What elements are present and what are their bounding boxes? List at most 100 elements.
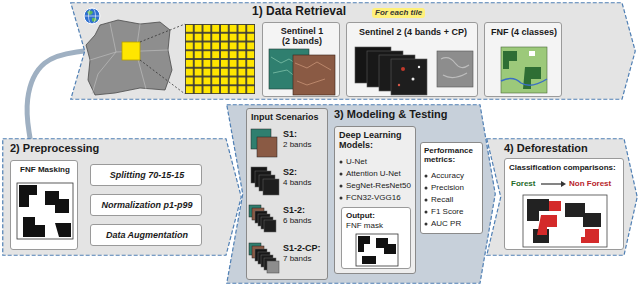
- node-text: 2 bands: [283, 140, 311, 149]
- optical-image: [398, 84, 400, 86]
- node-text: Non Forest: [569, 179, 611, 188]
- sar-image: [293, 55, 335, 95]
- country-map: [86, 20, 172, 95]
- node-heading: Classification comparisons:: [509, 163, 621, 172]
- binary-mask: [356, 234, 398, 266]
- node-heading: Sentinel 2 (4 bands + CP): [351, 27, 475, 37]
- bullet-dots: [340, 161, 343, 200]
- node-text: 6 bands: [283, 216, 311, 225]
- node-text: S1-2-CP:: [283, 243, 321, 253]
- node-heading: 4) Deforestation: [504, 142, 588, 155]
- optical-image: [412, 78, 415, 81]
- zoom-lines: [140, 60, 185, 94]
- node-heading: Sentinel 1 (2 bands): [278, 26, 326, 47]
- scenario-box: Input ScenariosS1:2 bandsS2:4 bandsS1-2:…: [246, 108, 328, 280]
- change-map: [537, 201, 599, 243]
- note-label: For each tile: [372, 8, 425, 18]
- node-heading: FNF Masking: [15, 165, 75, 174]
- binary-mask: [19, 185, 71, 237]
- tile-grid: [185, 24, 255, 94]
- change-map: [523, 195, 607, 247]
- bullet-dots: [340, 173, 343, 176]
- node-text: U-Net: [346, 157, 367, 166]
- data-box: Sentinel 1 (2 bands): [262, 22, 340, 97]
- bullet-dots: [425, 211, 428, 214]
- model-box: Output:FNF mask Deep Learning Models: U-Ne…: [334, 126, 416, 274]
- tile-grid: [185, 24, 255, 94]
- stage-panel: FNF MaskingSplitting 70-15-15Normalizati…: [2, 138, 242, 256]
- change-map: [523, 195, 607, 247]
- cp-image: [437, 51, 473, 87]
- node-text: 4 bands: [283, 178, 311, 187]
- node-text: Accuracy: [431, 171, 464, 180]
- landcover-map: [501, 47, 547, 93]
- bullet-dots: [425, 187, 428, 190]
- node-text: Attention U-Net: [346, 169, 401, 178]
- data-box: Sentinel 2 (4 bands + CP): [346, 22, 478, 97]
- country-map: [122, 42, 140, 60]
- optical-image: [418, 66, 420, 68]
- node-text: Precision: [431, 183, 464, 192]
- process-box: Splitting 70-15-15: [90, 164, 202, 186]
- metrics-box: Performance metrics: AccuracyPrecisionRec…: [420, 142, 483, 234]
- bullet-dots: [425, 175, 428, 178]
- node-text: S1:: [283, 129, 297, 139]
- stage-panel: Input ScenariosS1:2 bandsS2:4 bandsS1-2:…: [226, 104, 496, 284]
- s1-2-thumbs: [249, 205, 276, 232]
- zoom-lines: [140, 24, 185, 42]
- sar-image: [295, 62, 331, 85]
- zoom-lines: [140, 24, 185, 94]
- optical-image: [401, 67, 405, 71]
- bullet-dots: [340, 185, 343, 188]
- node-text: F1 Score: [431, 207, 463, 216]
- node-text: S1-2:: [283, 205, 305, 215]
- output-box: Output:FNF mask: [341, 207, 411, 269]
- s1-thumbs: [251, 129, 277, 157]
- landcover-map: [501, 47, 547, 93]
- country-map: [86, 20, 172, 95]
- node-heading: Splitting 70-15-15: [95, 170, 199, 180]
- node-text: FNF mask: [346, 221, 383, 230]
- bullet-dots: [425, 223, 428, 226]
- change-arrow: [561, 181, 566, 187]
- tile-grid: [185, 24, 255, 94]
- node-text: S2:: [283, 167, 297, 177]
- bullet-dots: [340, 197, 343, 200]
- earth-engine-icon: [84, 16, 100, 17]
- panel-chevron: [227, 105, 496, 284]
- landcover-map: [501, 78, 547, 85]
- node-heading: Deep Learning Models:: [339, 130, 413, 151]
- process-box: Data Augmentation: [90, 224, 202, 246]
- mask-image: [11, 161, 79, 251]
- earth-engine-icon: [84, 8, 100, 24]
- node-text: Recall: [431, 195, 453, 204]
- node-text: AUC PR: [431, 219, 461, 228]
- node-heading: FNF (4 classes): [489, 27, 559, 37]
- result-box: Classification comparisons: Forest Non For…: [504, 158, 624, 250]
- binary-mask: [17, 183, 73, 239]
- s2-thumbs: [251, 167, 279, 195]
- node-heading: 1) Data Retrieval: [252, 5, 346, 19]
- node-heading: Input Scenarios: [251, 112, 325, 122]
- node-text: FCN32-VGG16: [346, 193, 401, 202]
- node-text: 7 bands: [283, 254, 311, 263]
- node-heading: 3) Modeling & Testing: [334, 108, 447, 121]
- bullet-dots: [425, 175, 428, 226]
- stage-panel: Classification comparisons: Forest Non For…: [486, 138, 638, 256]
- stage-panel: Sentinel 1 (2 bands) Sentinel 2 (4 bands…: [70, 2, 636, 100]
- s2-thumbs: [263, 179, 279, 195]
- s1-2-thumbs: [264, 220, 276, 232]
- panel-chevron: [3, 139, 242, 256]
- node-heading: Data Augmentation: [95, 230, 199, 240]
- process-box: Normalization p1-p99: [90, 194, 202, 216]
- s1-2-cp-thumbs: [249, 243, 279, 273]
- node-text: Forest: [511, 179, 535, 188]
- deforestation-illustration: [505, 159, 625, 251]
- binary-mask: [358, 236, 396, 264]
- node-heading: Normalization p1-p99: [95, 200, 199, 210]
- node-heading: 2) Preprocessing: [10, 142, 99, 155]
- s1-thumbs: [257, 137, 277, 157]
- binary-mask: [17, 183, 73, 239]
- node-heading: Performance metrics:: [424, 146, 480, 164]
